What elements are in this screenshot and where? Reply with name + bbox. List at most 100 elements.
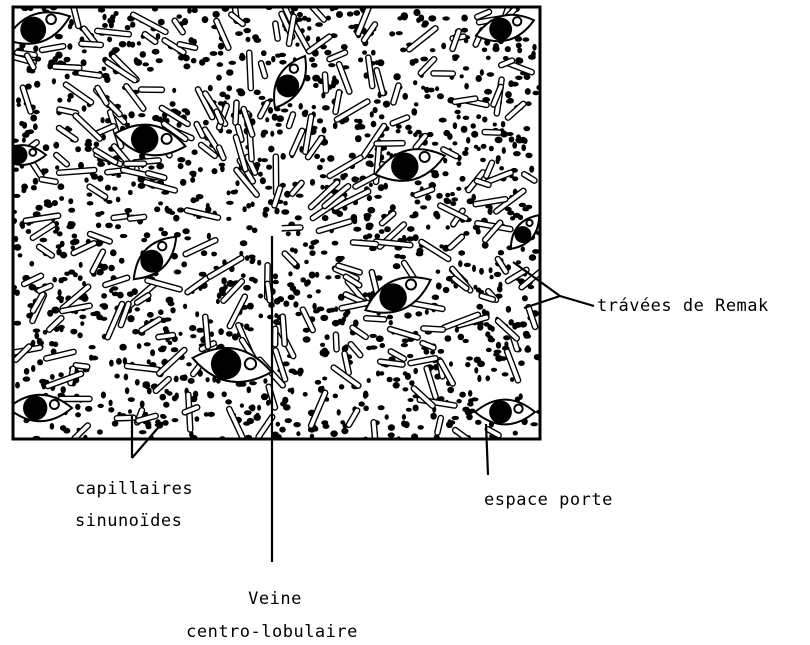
nucleus-dot (296, 11, 303, 18)
nucleus-dot (396, 124, 402, 129)
nucleus-dot (442, 171, 449, 177)
nucleus-dot (524, 88, 531, 95)
nucleus-dot (477, 360, 485, 368)
portal-space (273, 54, 307, 110)
nucleus-dot (445, 225, 450, 230)
sinusoid-capillary (78, 40, 105, 49)
nucleus-dot (321, 215, 329, 222)
nucleus-dot (67, 93, 74, 99)
nucleus-dot (515, 260, 522, 265)
nucleus-dot (310, 240, 317, 246)
nucleus-dot (475, 75, 482, 82)
nucleus-dot (468, 390, 473, 397)
nucleus-dot (508, 136, 515, 143)
nucleus-dot (219, 91, 227, 98)
nucleus-dot (127, 189, 133, 196)
nucleus-dot (13, 244, 22, 251)
nucleus-dot (320, 314, 329, 322)
nucleus-dot (413, 102, 419, 107)
nucleus-dot (29, 260, 35, 267)
nucleus-dot (189, 325, 197, 332)
nucleus-dot (21, 137, 26, 143)
sinusoid-capillary (113, 414, 137, 422)
nucleus-dot (495, 355, 503, 362)
nucleus-dot (497, 250, 505, 256)
central-vein (262, 218, 282, 238)
nucleus-dot (263, 378, 268, 384)
nucleus-dot (522, 37, 530, 42)
nucleus-dot (495, 155, 501, 162)
portal-space (132, 235, 178, 281)
nucleus-dot (365, 160, 374, 167)
nucleus-dot (401, 414, 406, 420)
nucleus-dot (527, 284, 535, 290)
nucleus-dot (169, 101, 176, 107)
nucleus-dot (295, 311, 302, 317)
nucleus-dot (304, 259, 309, 265)
nucleus-dot (462, 338, 469, 344)
nucleus-dot (217, 42, 225, 50)
nucleus-dot (332, 122, 338, 130)
portal-vein (276, 74, 300, 98)
nucleus-dot (39, 378, 47, 384)
nucleus-dot (304, 280, 309, 287)
portal-space (473, 398, 537, 426)
nucleus-dot (258, 95, 266, 100)
nucleus-dot (485, 331, 491, 338)
nucleus-dot (123, 373, 129, 381)
nucleus-dot (479, 267, 484, 275)
nucleus-dot (218, 328, 224, 335)
nucleus-dot (170, 347, 179, 353)
nucleus-dot (171, 395, 178, 402)
nucleus-dot (353, 10, 361, 16)
nucleus-dot (490, 367, 498, 372)
nucleus-dot (316, 307, 321, 313)
nucleus-dot (424, 94, 431, 99)
nucleus-dot (110, 249, 117, 257)
sinusoid-capillary (474, 8, 493, 21)
nucleus-dot (97, 403, 104, 408)
sinusoid-capillary (386, 325, 421, 341)
nucleus-dot (97, 7, 106, 13)
sinusoid-capillary (126, 213, 148, 222)
nucleus-dot (407, 226, 415, 232)
nucleus-dot (532, 43, 537, 51)
nucleus-dot (506, 132, 514, 136)
nucleus-dot (328, 63, 336, 68)
espace-porte-pointer (484, 423, 490, 476)
nucleus-dot (49, 423, 55, 430)
nucleus-dot (348, 24, 356, 30)
nucleus-dot (226, 216, 232, 221)
nucleus-dot (279, 60, 287, 65)
nucleus-dot (377, 405, 385, 411)
nucleus-dot (226, 85, 232, 92)
nucleus-dot (402, 371, 408, 376)
lobule-panel (11, 5, 542, 441)
nucleus-dot (298, 103, 303, 110)
nucleus-dot (405, 407, 412, 412)
nucleus-dot (276, 129, 283, 135)
nucleus-dot (207, 391, 213, 396)
nucleus-dot (141, 238, 148, 243)
nucleus-dot (158, 116, 163, 123)
nucleus-dot (369, 111, 374, 118)
nucleus-dot (251, 227, 258, 234)
nucleus-dot (458, 260, 463, 268)
nucleus-dot (142, 62, 149, 67)
nucleus-dot (367, 206, 376, 214)
nucleus-dot (279, 426, 286, 433)
sinusoid-capillary (494, 317, 521, 342)
nucleus-dot (402, 92, 409, 100)
nucleus-dot (105, 222, 113, 229)
nucleus-dot (99, 211, 105, 215)
sinusoid-capillary (137, 86, 166, 94)
nucleus-dot (146, 387, 152, 395)
nucleus-dot (521, 144, 526, 152)
nucleus-dot (415, 311, 423, 317)
nucleus-dot (365, 222, 374, 229)
sinusoid-capillary (518, 267, 540, 291)
nucleus-dot (405, 124, 412, 131)
nucleus-dot (329, 307, 336, 313)
sinusoid-capillary (326, 154, 364, 180)
nucleus-dot (395, 31, 403, 36)
